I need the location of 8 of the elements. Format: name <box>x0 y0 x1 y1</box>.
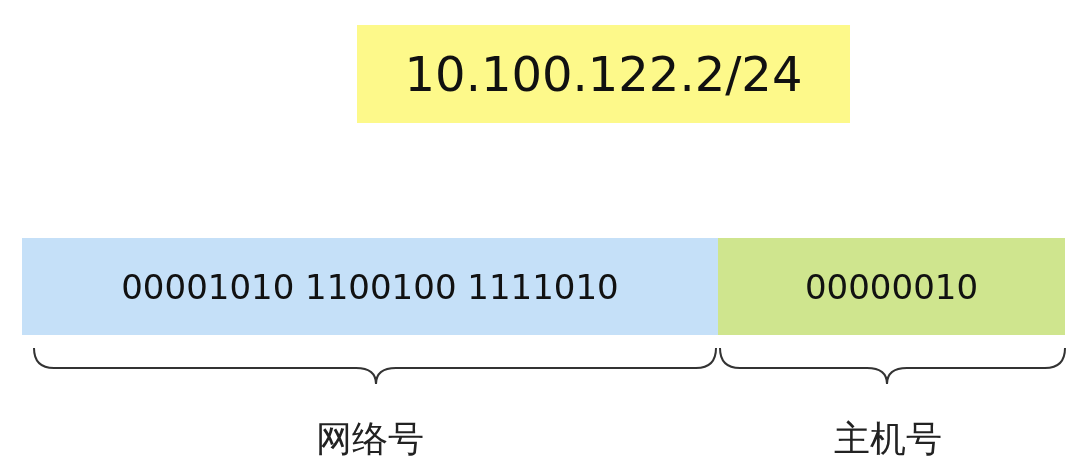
host-bits-box <box>718 238 1065 335</box>
network-bits-box <box>22 238 718 335</box>
binary-bits: 00000010 <box>804 266 979 307</box>
address-box <box>357 25 850 123</box>
part-label: 网络号 <box>316 417 424 461</box>
binary-bits: 00001010 1100100 1111010 <box>121 266 619 307</box>
part-label: 主机号 <box>834 417 942 461</box>
ip-address: 10.100.122.2/24 <box>404 46 803 102</box>
